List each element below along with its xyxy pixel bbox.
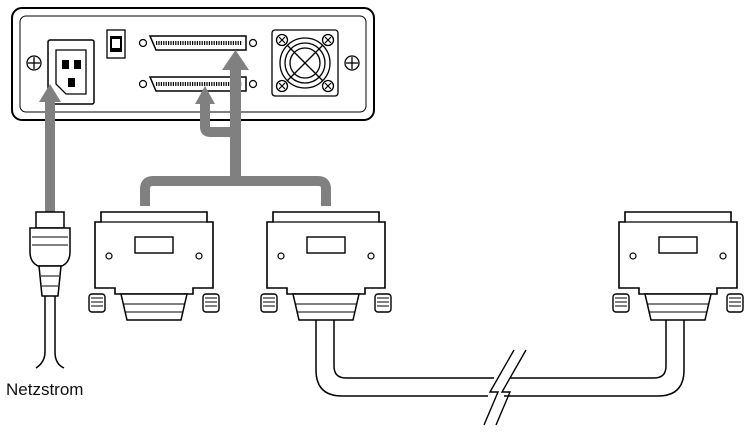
fan-icon: [271, 29, 339, 97]
scsi-connector-icon: [612, 211, 744, 321]
scsi-connector-icon: [260, 211, 392, 321]
scsi-port-upper: [138, 35, 258, 51]
scsi-id-switch-icon: [106, 29, 126, 59]
power-arrow: [39, 84, 61, 212]
scsi-connector-icon: [88, 211, 220, 321]
scsi-port-lower: [138, 76, 258, 92]
power-label: Netzstrom: [6, 380, 84, 399]
panel-screw-icon: [26, 55, 42, 71]
panel-screw-icon: [344, 55, 360, 71]
power-plug-icon: [29, 211, 71, 369]
power-inlet-icon: [47, 39, 95, 105]
scsi-cable-arrows: [140, 50, 331, 206]
scsi-cable: [315, 320, 685, 426]
